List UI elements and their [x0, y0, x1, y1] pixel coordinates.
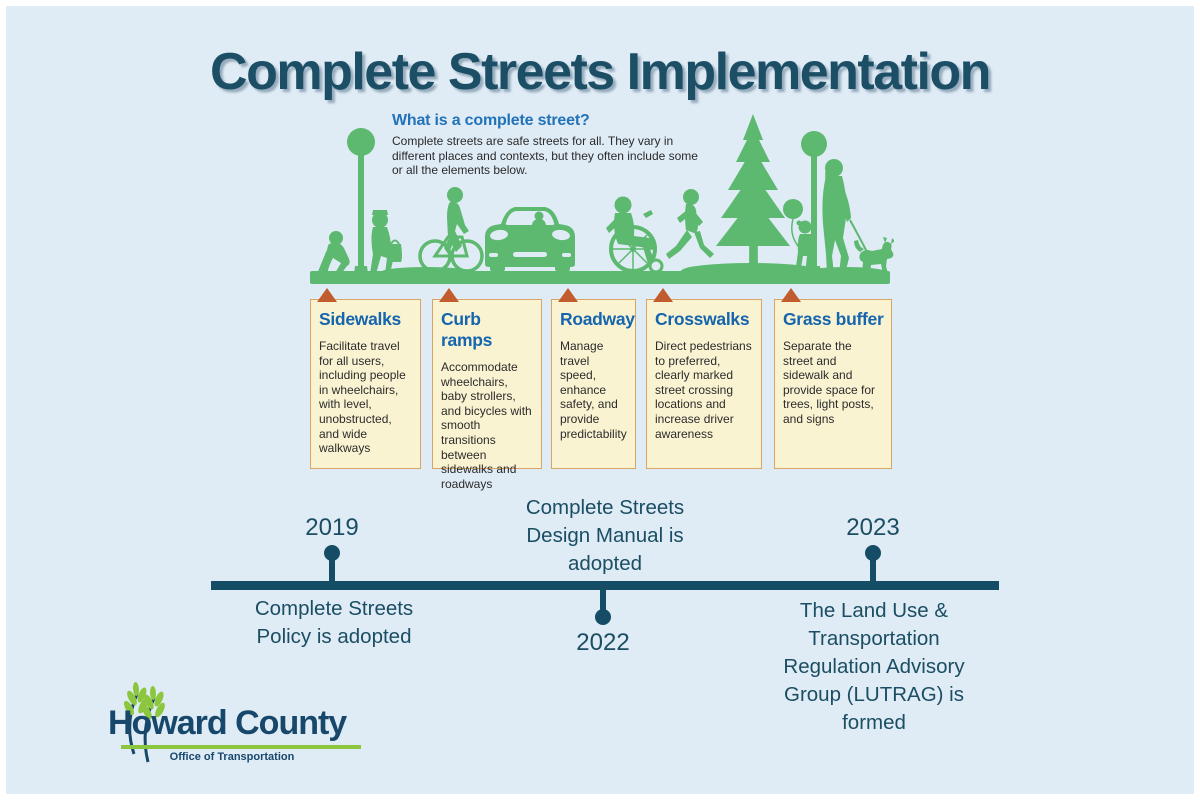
card-body: Accommodate wheelchairs, baby strollers,…: [441, 360, 532, 491]
card-title: Roadway: [560, 309, 635, 329]
card-marker-triangle-icon: [653, 288, 673, 302]
runner-icon: [666, 189, 714, 259]
pedestrian-with-bag-icon: [370, 210, 402, 274]
car-icon: [485, 207, 575, 271]
timeline-pin-2023-icon: [865, 545, 881, 561]
lamp-post-icon: [347, 128, 375, 274]
driver-icon: [532, 211, 546, 225]
feature-card-grass-buffer: Grass buffer Separate the street and sid…: [774, 288, 892, 469]
card-marker-triangle-icon: [439, 288, 459, 302]
intro-heading: What is a complete street?: [392, 112, 590, 129]
feature-card-sidewalks: Sidewalks Facilitate travel for all user…: [310, 288, 421, 469]
wheat-icon: [123, 682, 165, 763]
timeline-pin-2022-stem: [600, 590, 606, 613]
timeline-event-2019: Complete Streets Policy is adopted: [254, 597, 414, 648]
feature-card-crosswalks: Crosswalks Direct pedestrians to preferr…: [646, 288, 762, 469]
street-scene-illustration: [310, 114, 894, 284]
intro-section: What is a complete street? Complete stre…: [392, 112, 702, 178]
card-marker-triangle-icon: [781, 288, 801, 302]
timeline-pin-2019-icon: [324, 545, 340, 561]
timeline-year-2019: 2019: [305, 514, 359, 541]
elderly-pedestrian-icon: [317, 231, 350, 274]
timeline-event-2023: The Land Use & Transportation Regulation…: [783, 599, 965, 734]
card-body: Direct pedestrians to preferred, clearly…: [655, 339, 752, 441]
feature-card-curb-ramps: Curb ramps Accommodate wheelchairs, baby…: [432, 288, 542, 491]
card-title: Curb ramps: [441, 309, 493, 350]
org-name: Howard County: [108, 704, 347, 742]
balloon-icon: [783, 199, 803, 219]
card-title: Sidewalks: [319, 309, 401, 329]
tree-icon: [716, 114, 790, 276]
card-title: Crosswalks: [655, 309, 750, 329]
timeline-pin-2023-stem: [870, 559, 876, 583]
card-body: Separate the street and sidewalk and pro…: [783, 339, 876, 426]
page-title: Complete Streets Implementation: [210, 43, 991, 101]
dog-icon: [854, 237, 894, 274]
cyclist-icon: [418, 187, 484, 273]
bag-icon: [388, 244, 402, 262]
child-with-balloon-icon: [783, 199, 814, 274]
logo-underline: [121, 745, 361, 749]
card-body: Manage travel speed, enhance safety, and…: [560, 339, 627, 441]
card-marker-triangle-icon: [558, 288, 578, 302]
card-body: Facilitate travel for all users, includi…: [319, 339, 406, 456]
timeline-year-2023: 2023: [846, 514, 900, 541]
org-dept: Office of Transportation: [169, 751, 295, 763]
timeline-pin-2019-stem: [329, 559, 335, 583]
intro-body: Complete streets are safe streets for al…: [392, 134, 698, 177]
feature-card-roadway: Roadway Manage travel speed, enhance saf…: [551, 288, 636, 469]
cane-icon: [317, 252, 328, 274]
timeline-pin-2022-icon: [595, 609, 611, 625]
org-logo: Howard County Office of Transportation: [104, 682, 404, 772]
timeline-year-2022: 2022: [576, 629, 630, 656]
card-title: Grass buffer: [783, 309, 884, 329]
wheelchair-user-icon: [606, 196, 664, 274]
timeline-line: [211, 581, 999, 590]
card-marker-triangle-icon: [317, 288, 337, 302]
ground: [310, 263, 890, 284]
timeline-event-2022: Complete Streets Design Manual is adopte…: [525, 496, 685, 575]
